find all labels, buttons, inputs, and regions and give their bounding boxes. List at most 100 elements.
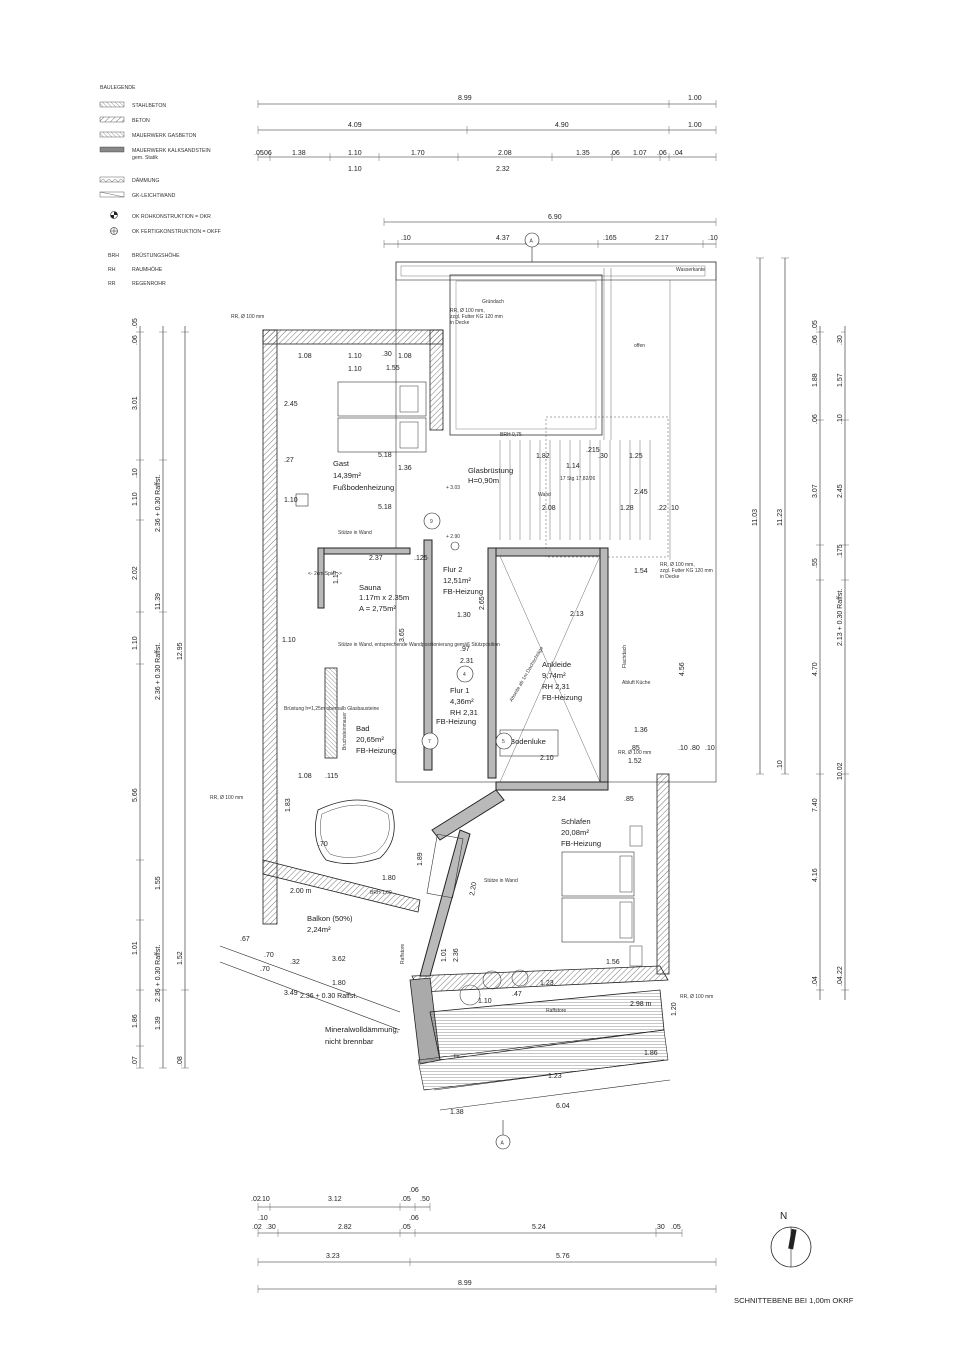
dim-text: 1.10 [348, 150, 362, 157]
legend-swatch-wave [99, 179, 125, 183]
spiel-label: <- 2cm Spiel -> [308, 571, 342, 577]
dim-text: 1.86 [132, 1014, 139, 1028]
section-label: A [501, 1141, 505, 1147]
fir-label: Fir [454, 1054, 460, 1060]
dim-ticks [136, 331, 189, 1069]
dim-text: 3.07 [812, 484, 819, 498]
dim-text: .125 [414, 555, 428, 562]
dim-text: .97 [460, 646, 470, 653]
bodenluke-label: Bodenluke [510, 737, 546, 746]
legend-material-kalksandstein: MAUERWERK KALKSANDSTEIN gem. Statik [99, 146, 211, 161]
dim-text: 1.55 [155, 876, 162, 890]
dim-text: 1.52 [628, 758, 642, 765]
dim-text: .10 [777, 760, 784, 770]
section-label: A [530, 239, 534, 245]
room-name: Gast [333, 459, 350, 468]
bed-gast-1 [337, 381, 427, 417]
room-bad: Bad 20,65m² FB-Heizung [356, 724, 396, 755]
circle-mark-text: 5 [502, 739, 505, 745]
dim-text: 1.08 [298, 773, 312, 780]
wall-sauna-left [317, 547, 325, 609]
dim-text: 2.37 [369, 555, 383, 562]
legend-label: DÄMMUNG [132, 177, 159, 184]
rooms: Gast 14,39m² Fußbodenheizung Sauna 1.17m… [307, 459, 601, 934]
dim-text: 2.36 + 0.30 Raffst. [300, 993, 357, 1000]
legend-material-gk: GK-LEICHTWAND [99, 191, 176, 199]
dim-text: .47 [512, 991, 522, 998]
dim-text: 2.82 [338, 1224, 352, 1231]
dim-text: 4.09 [348, 122, 362, 129]
dim-text: 2.10 [540, 755, 554, 762]
bruchsteinmauer-wall [324, 667, 338, 759]
plant [511, 969, 529, 987]
room-balkon: Balkon (50%) 2,24m² [307, 914, 353, 934]
legend-label: MAUERWERK KALKSANDSTEIN [132, 148, 211, 154]
dim-line [433, 1059, 665, 1091]
legend-material-beton: BETON [99, 116, 150, 124]
dim-text: .70 [318, 841, 328, 848]
dim-ticks [257, 100, 717, 248]
legend-label: RAUMHÖHE [132, 266, 163, 273]
bed-gast-2 [337, 417, 427, 453]
dim-text: .10 [260, 1196, 270, 1203]
dim-line [219, 945, 401, 1013]
wall-slant-2 [419, 829, 471, 977]
dim-text: .55 [812, 558, 819, 568]
room-ankleide: Ankleide 9,74m² RH 2,31 FB-Heizung [542, 660, 582, 702]
dim-text: .07 [132, 1056, 139, 1066]
shower [426, 833, 464, 899]
dim-text: 1.56 [606, 959, 620, 966]
dachschraege-label: Abseite ab 1m Dachschräge [509, 645, 546, 703]
room-area: 1.17m x 2.35m [359, 593, 409, 602]
room-area: 20,65m² [356, 735, 384, 744]
dim-text: .67 [240, 936, 250, 943]
interior-dimensions: 1.08 1.10 .30 1.08 1.10 2.45 5.18 .27 1.… [219, 351, 715, 1116]
dim-text: .06 [409, 1187, 419, 1194]
dim-text: 3.49 [284, 990, 298, 997]
level-label-1: + 3.03 [446, 485, 460, 491]
legend-material-stahlbeton: STAHLBETON [99, 101, 166, 109]
room-flur1: Flur 1 4,36m² RH 2,31 FB-Heizung [436, 686, 478, 726]
level-label-2: + 2.90 [446, 534, 460, 540]
dim-text: .85 [630, 745, 640, 752]
wall-slant-1 [431, 789, 505, 841]
dim-text: .30 [655, 1224, 665, 1231]
wall-sauna-top [317, 547, 411, 555]
dim-text: 3.65 [399, 628, 406, 642]
dim-text: 1.10 [478, 998, 492, 1005]
dim-text: .02 [251, 1196, 261, 1203]
dim-text: 3.62 [332, 956, 346, 963]
left-dimension-chains: .06 .05 3.01 .10 1.10 2.36 + 0.30 Raffst… [132, 318, 189, 1069]
legend-abbr-rr: RR REGENROHR [108, 281, 166, 287]
dim-text: 1.30 [457, 612, 471, 619]
glasbruestung-outline [545, 416, 669, 558]
dim-text: 1.14 [566, 463, 580, 470]
dim-text: 5.18 [378, 452, 392, 459]
dim-text: .06 [409, 1215, 419, 1222]
legend-symbol-okff: OK FERTIGKONSTRUKTION = OKFF [110, 227, 221, 235]
circle-mark [421, 732, 439, 750]
dim-text: 11.23 [777, 509, 784, 526]
section-marker-bottom: A [495, 1120, 511, 1150]
rr-topleft-label: RR, Ø 100 mm [231, 314, 264, 320]
dim-text: .215 [586, 447, 600, 454]
dim-text: 11.39 [155, 593, 162, 610]
room-area: 9,74m² [542, 671, 566, 680]
legend-abbr-brh: BRH BRÜSTUNGSHÖHE [108, 252, 180, 259]
dim-text: 2.31 [460, 658, 474, 665]
legend-material-daemmung: DÄMMUNG [99, 176, 159, 184]
room-flur2: Flur 2 12,51m² FB-Heizung [443, 565, 483, 596]
dim-text: 1.01 [441, 948, 448, 962]
dim-text: 2.13 [570, 611, 584, 618]
room-area: 2,24m² [307, 925, 331, 934]
legend-swatch [99, 146, 125, 153]
legend-swatch [99, 116, 125, 123]
wall-ankleide-top [495, 547, 609, 557]
dim-text: 1.10 [132, 636, 139, 650]
dim-text: .80 [690, 745, 700, 752]
abluft-label: Abluft Küche [622, 680, 651, 686]
legend-material-gasbeton: MAUERWERK GASBETON [99, 131, 197, 139]
dim-text: .85 [624, 796, 634, 803]
dim-text: .70 [264, 952, 274, 959]
rr-top-label-1: RR, Ø 100 mm, [450, 308, 485, 314]
